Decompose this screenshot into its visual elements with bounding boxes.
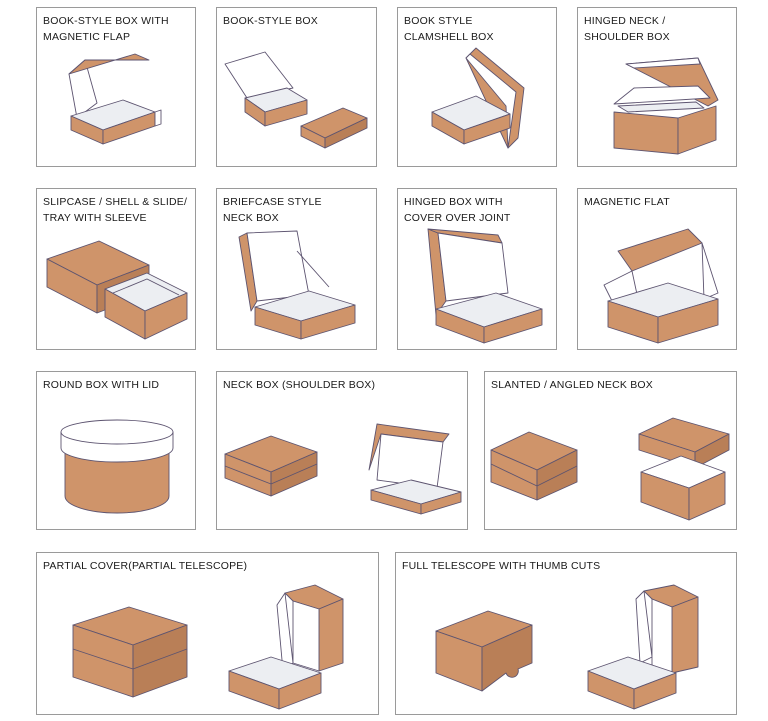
panel-label: BOOK-STYLE BOX [223,15,318,27]
panel-round-box-lid: ROUND BOX WITH LID [36,371,196,530]
panel-partial-cover: PARTIAL COVER(PARTIAL TELESCOPE) [36,552,379,715]
panel-label: SLANTED / ANGLED NECK BOX [491,379,653,391]
book-style-box-illustration [224,51,368,149]
panel-label: ROUND BOX WITH LID [43,379,160,391]
panel-slanted-neck: SLANTED / ANGLED NECK BOX [484,371,737,530]
panel-label: SLIPCASE / SHELL & SLIDE/TRAY WITH SLEEV… [43,196,188,224]
panel-slipcase: SLIPCASE / SHELL & SLIDE/TRAY WITH SLEEV… [36,188,196,350]
panel-book-style-box: BOOK-STYLE BOX [216,7,377,167]
panel-label: HINGED NECK /SHOULDER BOX [584,15,670,43]
round-box-illustration [60,419,174,514]
slanted-neck-box-illustration [490,417,730,521]
book-box-magnetic-flap-illustration [68,53,162,145]
panel-label: PARTIAL COVER(PARTIAL TELESCOPE) [43,560,248,572]
panel-label: NECK BOX (SHOULDER BOX) [223,379,376,391]
briefcase-neck-box-illustration [238,230,356,340]
panel-magnetic-flat: MAGNETIC FLAT [577,188,737,350]
panel-full-telescope-thumb-cuts: FULL TELESCOPE WITH THUMB CUTS [395,552,737,715]
panel-hinged-neck-shoulder: HINGED NECK /SHOULDER BOX [577,7,737,167]
partial-cover-illustration [72,584,344,710]
panel-neck-box-shoulder: NECK BOX (SHOULDER BOX) [216,371,468,530]
hinged-box-cover-illustration [427,228,543,344]
panel-label: MAGNETIC FLAT [584,196,670,208]
clamshell-box-illustration [431,47,525,149]
neck-box-illustration [224,423,462,515]
hinged-neck-box-illustration [613,57,719,155]
slipcase-illustration [46,240,188,340]
magnetic-flat-box-illustration [603,228,719,344]
full-telescope-illustration [435,584,699,710]
panel-label: FULL TELESCOPE WITH THUMB CUTS [402,560,601,572]
